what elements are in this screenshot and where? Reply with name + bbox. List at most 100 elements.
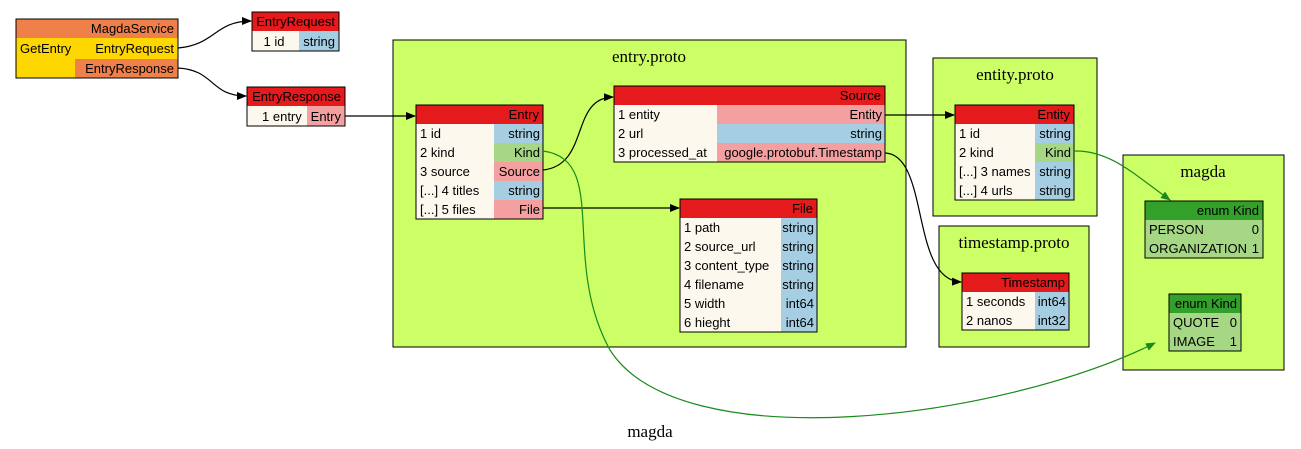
entity-kind-enum-body [1145,220,1263,258]
source-field-name: 3 processed_at [618,145,707,160]
file-row-bg [680,275,781,294]
cluster-entity-proto-title: entity.proto [976,65,1054,84]
timestamp-type-cell [1035,292,1069,311]
cluster-entry-proto-title: entry.proto [612,47,686,66]
entry-type-cell [494,143,543,162]
file-type-cell [781,294,817,313]
entry-response-node: EntryResponse 1 entry Entry [246,86,346,127]
timestamp-field-name: 1 seconds [966,294,1026,309]
source-header [614,86,885,105]
entry-kind-enum-value-number: 1 [1230,334,1237,349]
file-title: File [792,201,813,216]
entity-type-cell [1035,181,1074,200]
entity-row-bg [955,124,1035,143]
timestamp-field-type: int64 [1038,294,1066,309]
edges [177,17,1171,419]
service-response: EntryResponse [85,61,174,76]
entity-type-cell [1035,143,1074,162]
entry-type-cell [494,124,543,143]
source-row-bg [614,124,717,143]
entry-request-title: EntryRequest [256,14,335,29]
entry-field-type: string [508,126,540,141]
file-field-name: 5 width [684,296,725,311]
edge-service-to-entry-response [177,67,247,100]
entry-field-name: 2 kind [420,145,455,160]
entity-field-type: string [1039,126,1071,141]
entry-field-name: [...] 5 files [420,202,476,217]
entity-field-name: 2 kind [959,145,994,160]
service-method: GetEntry [20,41,72,56]
entry-kind-enum-title: enum Kind [1175,296,1237,311]
edge-service-to-entry-request [177,17,252,49]
entry-field-name: 1 id [420,126,441,141]
file-field-name: 1 path [684,220,720,235]
file-type-cell [781,237,817,256]
timestamp-row-bg [962,311,1035,330]
entry-row-bg [416,162,494,181]
entity-type-cell [1035,124,1074,143]
file-row-bg [680,294,781,313]
entity-field-name: [...] 3 names [959,164,1031,179]
source-field-type: string [850,126,882,141]
timestamp-row-bg [962,292,1035,311]
timestamp-field-type: int32 [1038,313,1066,328]
entry-request-node: EntryRequest 1 id string [251,11,340,52]
file-field-type: string [782,258,814,273]
file-field-name: 6 hieght [684,315,731,330]
entry-kind-enum-header [1169,294,1241,313]
timestamp-header [962,273,1069,292]
entry-response-field: 1 entry [262,109,302,124]
entity-border [954,104,1075,201]
service-node: MagdaService GetEntry EntryRequest Entry… [15,18,179,79]
edge-entity-kind-to-enum [1073,150,1171,201]
entry-row-bg [416,200,494,219]
source-type-cell [717,143,885,162]
entry-field-type: string [508,183,540,198]
file-type-cell [781,256,817,275]
entity-kind-enum-value-number: 1 [1252,241,1259,256]
file-field-type: string [782,239,814,254]
entry-kind-enum-body [1169,313,1241,351]
edge-entry-kind-to-enum [542,150,1156,419]
entity-row-bg [955,162,1035,181]
entity-kind-enum-value-name: ORGANIZATION [1149,241,1247,256]
source-field-type: google.protobuf.Timestamp [724,145,882,160]
entry-request-field-type: string [303,34,335,49]
file-field-name: 3 content_type [684,258,769,273]
edge-entry-to-source [542,93,614,171]
entry-field-name: [...] 4 titles [420,183,480,198]
service-name: MagdaService [91,21,174,36]
entry-kind-enum-border [1168,293,1242,352]
timestamp-field-name: 2 nanos [966,313,1013,328]
entry-title: Entry [509,107,540,122]
source-border [613,85,886,163]
entity-field-type: string [1039,164,1071,179]
timestamp-message-node: Timestamp 1 seconds int64 2 nanos int32 [961,272,1070,331]
file-row-bg [680,237,781,256]
entity-field-name: [...] 4 urls [959,183,1013,198]
timestamp-title: Timestamp [1001,275,1065,290]
entry-response-title: EntryResponse [252,89,341,104]
file-border [679,198,818,333]
file-field-type: int64 [786,296,814,311]
entity-kind-enum-value-number: 0 [1252,222,1259,237]
file-field-name: 2 source_url [684,239,756,254]
source-title: Source [840,88,881,103]
file-row-bg [680,218,781,237]
entity-header [955,105,1074,124]
timestamp-border [961,272,1070,331]
cluster-magda-title: magda [1180,162,1226,181]
entry-row-bg [416,143,494,162]
entity-title: Entity [1037,107,1070,122]
source-field-name: 2 url [618,126,643,141]
entry-field-name: 3 source [420,164,470,179]
entry-field-type: Kind [514,145,540,160]
file-field-name: 4 filename [684,277,744,292]
entry-field-type: File [519,202,540,217]
entry-border [415,104,544,220]
file-type-cell [781,218,817,237]
graph-title: magda [627,422,673,441]
